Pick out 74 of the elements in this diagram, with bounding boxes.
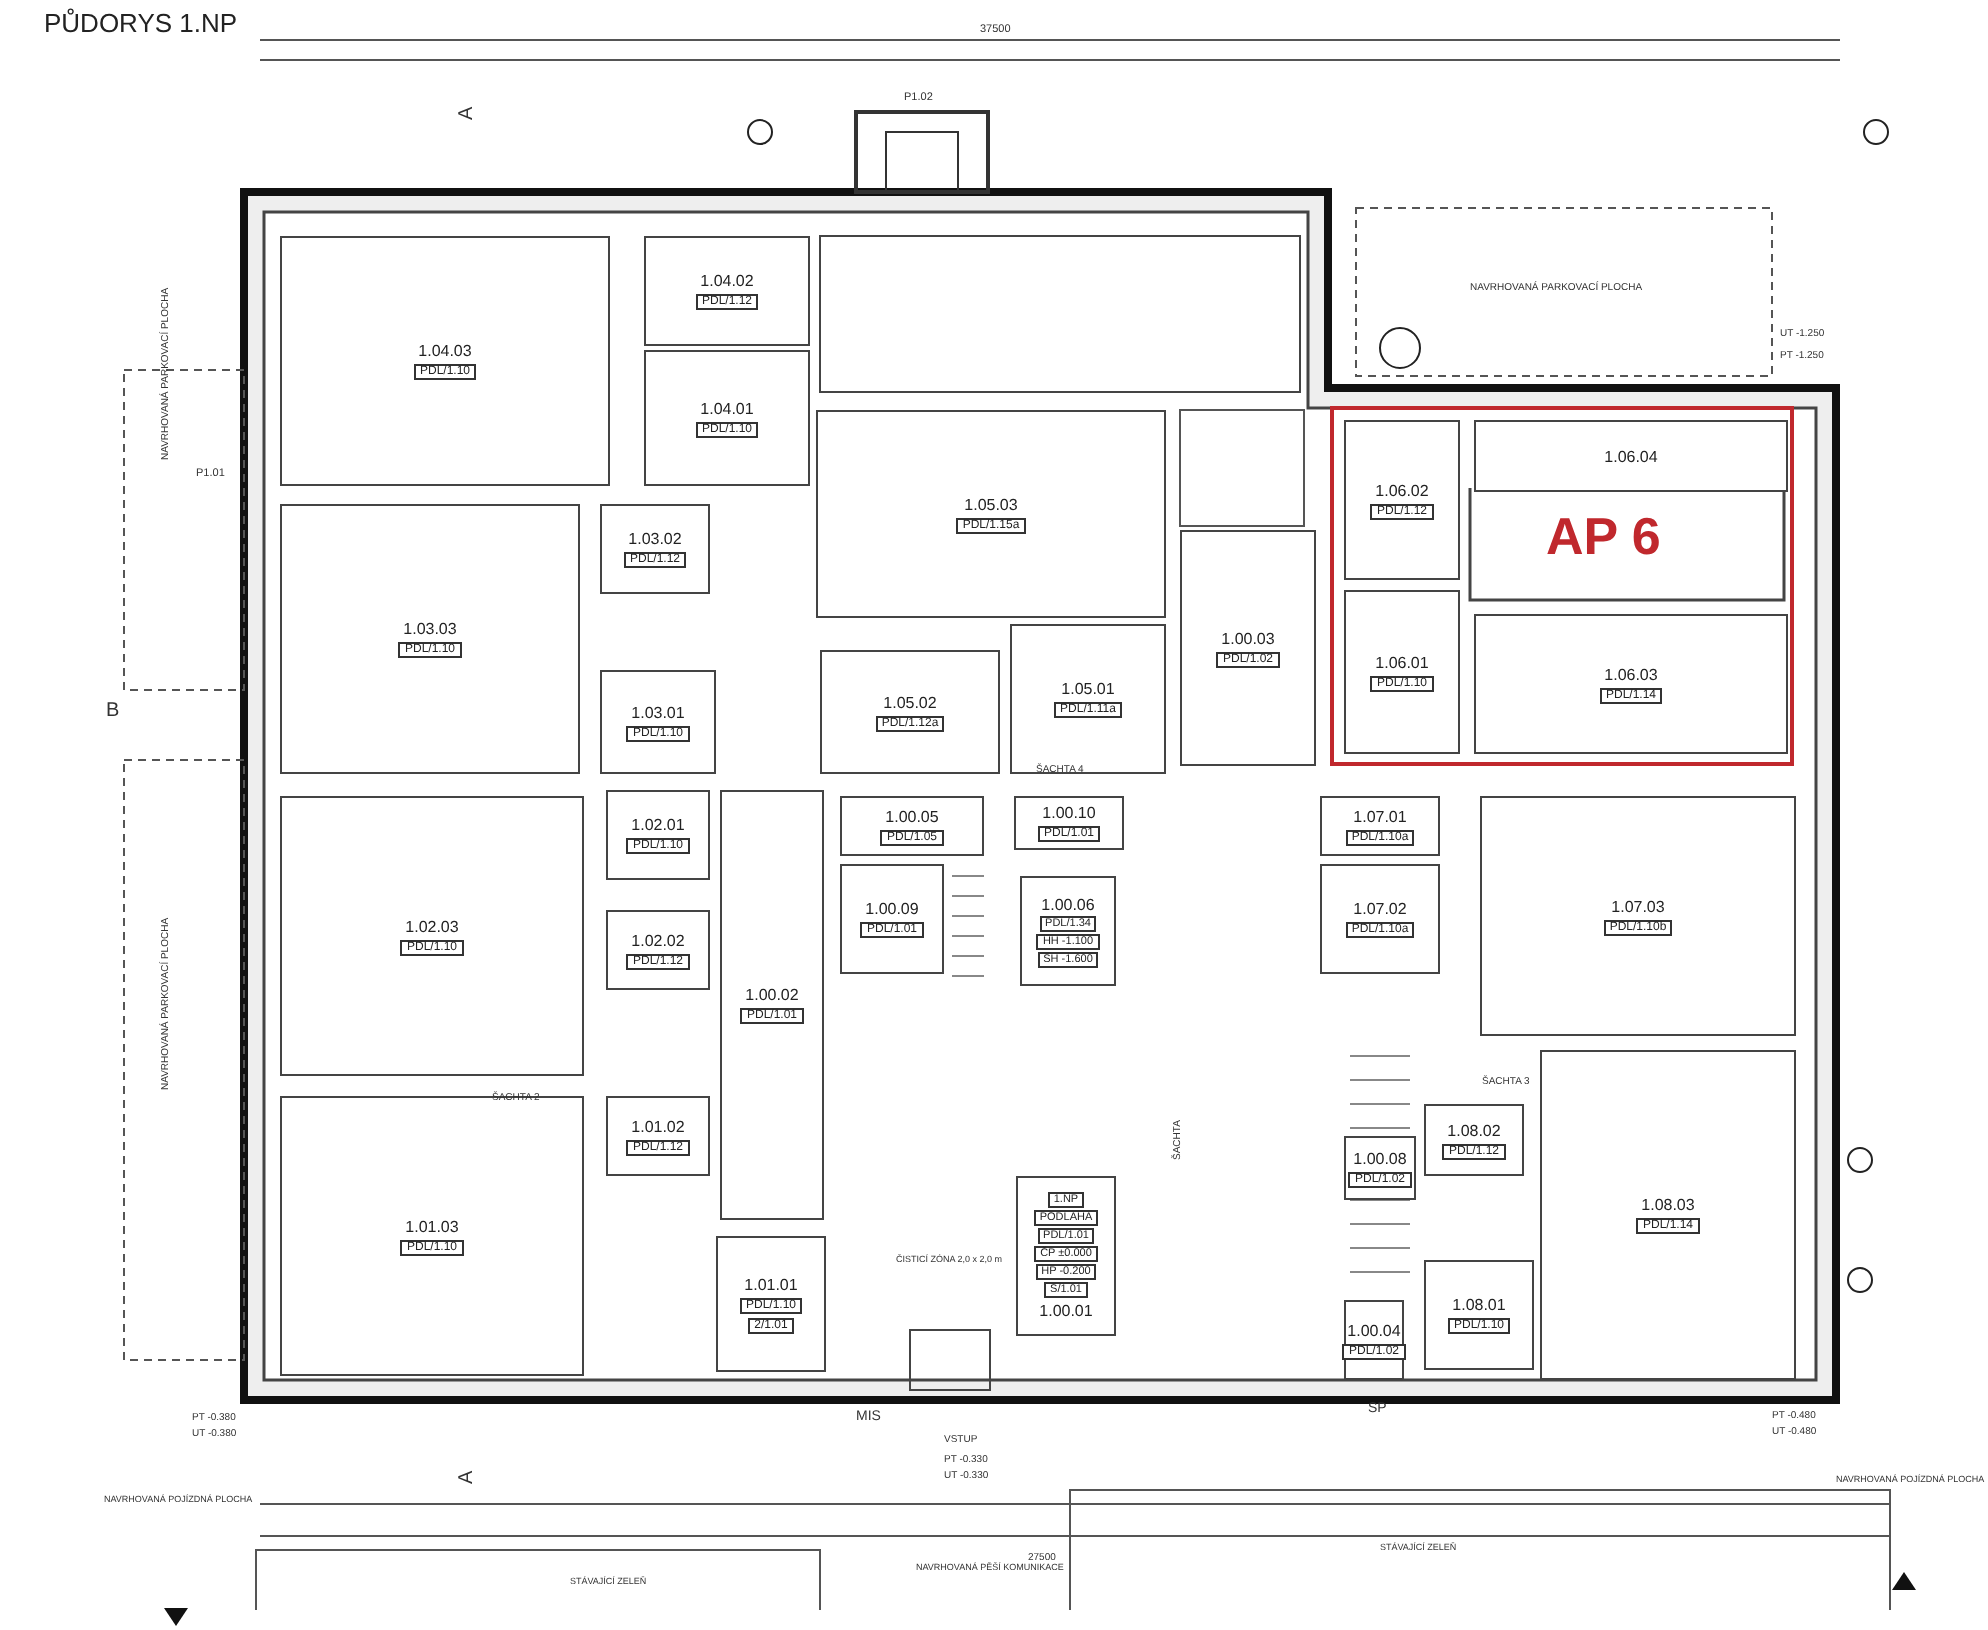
room-number: 1.05.03 [964, 495, 1018, 513]
room [1344, 1300, 1404, 1380]
room-number: 1.08.02 [1447, 1121, 1501, 1139]
room-number: 1.01.01 [744, 1275, 798, 1293]
room-number: 1.06.03 [1604, 665, 1658, 683]
room [1014, 796, 1124, 850]
room [816, 410, 1166, 618]
plan-label: A [456, 1470, 478, 1484]
room [600, 670, 716, 774]
room [280, 1096, 584, 1376]
room-number: 1.04.03 [418, 342, 472, 360]
room-number: 1.08.01 [1452, 1296, 1506, 1314]
plan-label: A [456, 106, 478, 120]
room-number: 1.06.04 [1604, 447, 1658, 465]
room-number: 1.07.01 [1353, 807, 1407, 825]
room-number: 1.07.02 [1353, 900, 1407, 918]
room [720, 790, 824, 1220]
room-number: 1.06.01 [1375, 653, 1429, 671]
room-number: 1.07.03 [1611, 897, 1665, 915]
room-number: 1.03.03 [403, 620, 457, 638]
room-number: 1.00.08 [1353, 1149, 1407, 1167]
room-number: 1.04.01 [700, 399, 754, 417]
room [1016, 1176, 1116, 1336]
room-number: 1.00.09 [865, 900, 919, 918]
room [1344, 590, 1460, 754]
room [1474, 614, 1788, 754]
room [600, 504, 710, 594]
room-number: 1.03.01 [631, 703, 685, 721]
room [280, 504, 580, 774]
room-number: 1.00.03 [1221, 629, 1275, 647]
room [1320, 796, 1440, 856]
room [1474, 420, 1788, 492]
room [820, 650, 1000, 774]
apartment-label: AP 6 [1546, 506, 1661, 568]
room-number: 1.00.05 [885, 807, 939, 825]
room-number: 1.04.02 [700, 272, 754, 290]
plan-label: B [106, 700, 120, 722]
room [280, 236, 610, 486]
room-number: 1.05.02 [883, 693, 937, 711]
room-number: 1.00.02 [745, 986, 799, 1004]
room [716, 1236, 826, 1372]
room [840, 796, 984, 856]
room [1344, 1136, 1416, 1200]
room-number: 1.08.03 [1641, 1196, 1695, 1214]
room [1424, 1104, 1524, 1176]
room [280, 796, 584, 1076]
apartment-outline [1330, 406, 1794, 766]
room-number: 1.02.02 [631, 931, 685, 949]
room-number: 1.06.02 [1375, 481, 1429, 499]
room-number: 1.05.01 [1061, 680, 1115, 698]
room-number: 1.01.03 [405, 1217, 459, 1235]
room-number: 1.03.02 [628, 530, 682, 548]
room-number: 1.00.01 [1039, 1301, 1093, 1319]
room [1010, 624, 1166, 774]
room-number: 1.01.02 [631, 1117, 685, 1135]
room [1540, 1050, 1796, 1380]
room [606, 1096, 710, 1176]
room [1320, 864, 1440, 974]
room [1344, 420, 1460, 580]
room [1424, 1260, 1534, 1370]
room-number: 1.00.10 [1042, 804, 1096, 822]
room-number: 1.00.06 [1041, 895, 1095, 913]
room-number: 1.00.04 [1347, 1321, 1401, 1339]
room [644, 350, 810, 486]
room-number: 1.02.01 [631, 816, 685, 834]
room [840, 864, 944, 974]
room [1480, 796, 1796, 1036]
room [644, 236, 810, 346]
plan-title: PŮDORYS 1.NP [44, 8, 238, 38]
room [606, 910, 710, 990]
room [1180, 530, 1316, 766]
room-number: 1.02.03 [405, 917, 459, 935]
room [1020, 876, 1116, 986]
room [606, 790, 710, 880]
